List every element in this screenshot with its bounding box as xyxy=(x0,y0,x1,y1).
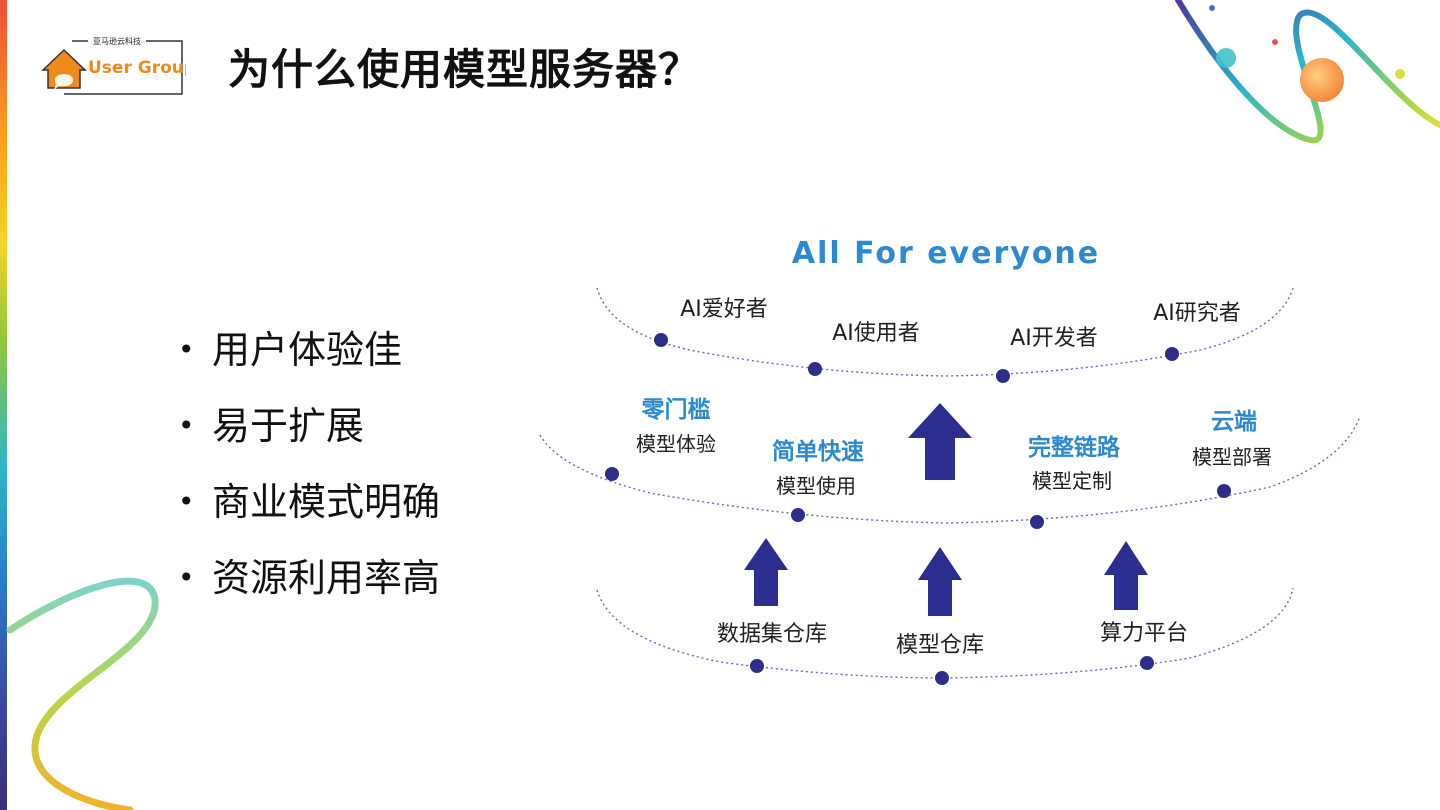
bullet-item: • 资源利用率高 xyxy=(178,540,440,616)
bullet-dot-icon: • xyxy=(178,561,195,594)
top-tier-dot xyxy=(996,369,1010,383)
bullet-text: 用户体验佳 xyxy=(212,328,403,372)
top-tier-dot xyxy=(808,362,822,376)
middle-tier-arc xyxy=(539,415,1361,524)
bullet-item: • 易于扩展 xyxy=(178,388,440,464)
middle-tier-title: 简单快速 xyxy=(772,438,864,465)
up-arrow-icon xyxy=(908,403,972,480)
bullet-dot-icon: • xyxy=(178,485,195,518)
middle-tier-dot xyxy=(791,508,805,522)
house-icon xyxy=(41,48,87,89)
logo-brand-text: User Group xyxy=(88,58,186,78)
top-tier-dot xyxy=(1165,347,1179,361)
bullet-item: • 用户体验佳 xyxy=(178,312,440,388)
bottom-tier-label: 数据集仓库 xyxy=(717,622,827,647)
bullet-list: • 用户体验佳 • 易于扩展 • 商业模式明确 • 资源利用率高 xyxy=(178,312,440,616)
middle-tier-subtitle: 模型使用 xyxy=(776,474,856,498)
middle-tier-dot xyxy=(1217,484,1231,498)
bullet-dot-icon: • xyxy=(178,333,195,366)
bottom-tier-arc xyxy=(596,587,1294,679)
logo-top-text: 亚马逊云科技 xyxy=(93,36,141,46)
bottom-tier-dot xyxy=(1140,656,1154,670)
bullet-dot-icon: • xyxy=(178,409,195,442)
top-tier-arc xyxy=(596,287,1294,377)
bullet-text: 资源利用率高 xyxy=(212,556,441,600)
bullet-text: 易于扩展 xyxy=(212,404,365,448)
top-tier-label: AI使用者 xyxy=(832,321,920,346)
up-arrow-icon xyxy=(918,547,962,616)
middle-tier-title: 零门槛 xyxy=(641,396,711,423)
chat-bubble-icon xyxy=(54,74,73,90)
top-tier-label: AI研究者 xyxy=(1153,301,1241,326)
bottom-tier-dot xyxy=(935,671,949,685)
top-tier-label: AI开发者 xyxy=(1010,326,1098,351)
bullet-text: 商业模式明确 xyxy=(212,480,441,524)
top-tier-dot xyxy=(654,333,668,347)
middle-tier-title: 完整链路 xyxy=(1028,434,1121,461)
top-tier-label: AI爱好者 xyxy=(680,297,768,322)
diagram-headline: All For everyone xyxy=(792,236,1100,271)
middle-tier-dot xyxy=(1030,515,1044,529)
middle-tier-subtitle: 模型定制 xyxy=(1032,469,1112,493)
middle-tier-subtitle: 模型部署 xyxy=(1192,445,1272,469)
bottom-tier-dot xyxy=(750,659,764,673)
up-arrow-icon xyxy=(1104,541,1148,610)
decorative-swirl-bottom-left xyxy=(6,577,159,810)
bottom-tier-label: 模型仓库 xyxy=(896,633,984,658)
bullet-item: • 商业模式明确 xyxy=(178,464,440,540)
decorative-swirl-top-right xyxy=(1175,0,1440,144)
page-title: 为什么使用模型服务器？ xyxy=(228,45,702,94)
middle-tier-subtitle: 模型体验 xyxy=(636,432,716,456)
up-arrow-icon xyxy=(744,538,788,606)
bottom-tier-label: 算力平台 xyxy=(1100,621,1188,646)
user-group-logo: 亚马逊云科技 User Group xyxy=(40,36,196,98)
middle-tier-dot xyxy=(605,467,619,481)
middle-tier-title: 云端 xyxy=(1211,409,1257,435)
left-color-strip xyxy=(0,0,7,810)
